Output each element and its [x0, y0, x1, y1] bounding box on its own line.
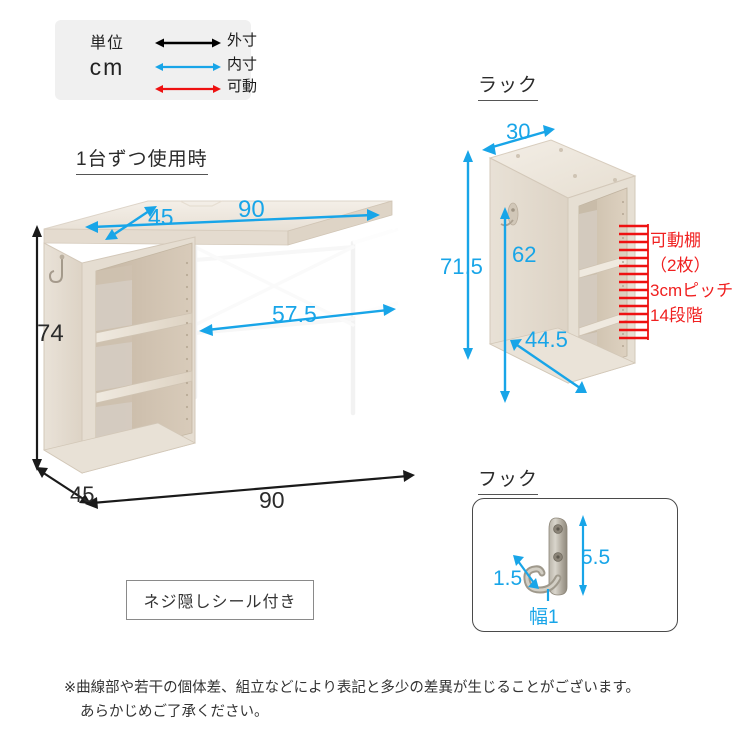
hook-dim-depth: 1.5 — [493, 567, 523, 590]
desk-heading: 1台ずつ使用時 — [76, 144, 208, 175]
desk-dim-width-bottom-arrow — [85, 470, 415, 509]
rack-dim-width-arrow — [482, 125, 555, 155]
legend-box: 単位 cm 外寸 内寸 可動 — [55, 20, 257, 100]
rack-dim-inner-upper-arrow — [500, 207, 510, 403]
desk-dim-depth-bottom-arrow — [36, 467, 91, 504]
rack-dim-inner-lower-arrow — [510, 339, 587, 393]
rack-illustration — [488, 139, 637, 384]
rack-dimension-arrows — [463, 125, 587, 403]
rack-dim-width: 30 — [506, 119, 531, 144]
desk-dim-inner-width-arrow — [199, 304, 396, 336]
desk-dim-depth-top-arrow — [105, 206, 157, 240]
desk-dim-width-top-arrow — [85, 209, 380, 233]
hook-illustration — [523, 517, 568, 596]
rack-shelf-note-line-3: 3cmピッチ — [650, 281, 734, 300]
hook-dim-height-arrow — [579, 515, 587, 596]
legend-unit-value: cm — [89, 54, 125, 80]
legend-row-outer: 外寸 — [155, 32, 295, 52]
legend-arrow-outer-icon — [155, 38, 221, 48]
desk-cabinet — [42, 236, 197, 474]
legend-arrow-inner-icon — [155, 63, 221, 71]
rack-dim-outer-height-arrow — [463, 150, 473, 360]
desk-dim-width-bottom: 90 — [259, 487, 285, 513]
screw-cover-label: ネジ隠しシール付き — [143, 594, 297, 611]
desk-hook-icon — [48, 254, 65, 284]
rack-dim-outer-height: 71.5 — [440, 254, 483, 279]
legend-label-movable: 可動 — [227, 78, 258, 95]
legend-unit-label: 単位 — [89, 35, 124, 52]
desk-dim-height-arrow — [32, 225, 42, 471]
screw-cover-box: ネジ隠しシール付き — [126, 580, 314, 620]
rack-shelf-note-line-1: 可動棚 — [650, 231, 701, 250]
legend-unit: 単位 cm — [69, 34, 145, 80]
rack-dim-inner-upper: 62 — [512, 242, 537, 267]
legend-row-movable: 可動 — [155, 78, 295, 98]
footnote-line-1: ※曲線部や若干の個体差、組立などにより表記と多少の差異が生じることがございます。 — [64, 680, 640, 696]
legend-label-outer: 外寸 — [227, 32, 258, 49]
footnote-line-2: あらかじめご了承ください。 — [80, 704, 269, 720]
rack-shelf-note-line-4: 14段階 — [650, 306, 703, 325]
desk-illustration — [42, 200, 404, 474]
hook-heading: フック — [478, 464, 539, 495]
legend-label-inner: 内寸 — [227, 56, 258, 73]
rack-shelf-note: 可動棚 （2枚） 3cmピッチ 14段階 — [650, 228, 733, 328]
desk-dim-width-top: 90 — [238, 196, 265, 223]
desk-dimension-arrows — [32, 206, 415, 509]
hook-dim-width: 幅1 — [529, 607, 559, 628]
hook-dimension-arrows — [513, 515, 587, 601]
rack-heading: ラック — [478, 70, 539, 101]
desk-dim-depth-top: 45 — [148, 204, 174, 230]
desk-dim-height: 74 — [37, 320, 64, 347]
desk-dim-inner-width: 57.5 — [272, 301, 317, 327]
hook-dim-depth-arrow — [513, 555, 539, 589]
rack-shelf-pitch-ladder-icon — [619, 224, 649, 340]
desk-dim-depth-bottom: 45 — [70, 482, 95, 507]
rack-shelf-note-line-2: （2枚） — [650, 256, 711, 275]
footnote: ※曲線部や若干の個体差、組立などにより表記と多少の差異が生じることがございます。… — [64, 676, 724, 724]
rack-hook-icon — [500, 202, 519, 227]
hook-dim-height: 5.5 — [581, 546, 611, 569]
legend-row-inner: 内寸 — [155, 56, 295, 76]
hook-box — [472, 498, 678, 632]
legend-arrow-movable-icon — [155, 85, 221, 93]
rack-dim-inner-lower: 44.5 — [525, 327, 568, 352]
